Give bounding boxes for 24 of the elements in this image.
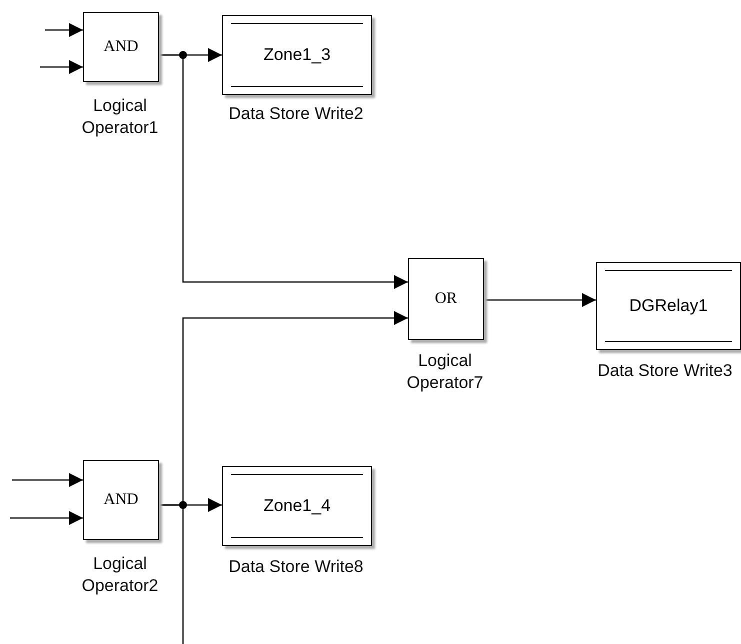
block-label: DGRelay1	[629, 296, 708, 316]
block-caption: Logical Operator7	[406, 350, 484, 394]
block-label: AND	[104, 38, 138, 56]
block-label: OR	[434, 290, 458, 308]
data-store-write-block	[222, 466, 372, 546]
signal-arrow	[10, 511, 83, 525]
block-label: AND	[104, 491, 138, 509]
data-store-write-block	[222, 15, 372, 95]
block-caption: Data Store Write3	[596, 360, 734, 382]
signal-arrow	[12, 473, 83, 487]
block-caption: Logical Operator1	[80, 95, 160, 139]
signal-arrow	[40, 60, 83, 74]
logic-operator-block	[83, 460, 159, 540]
logic-operator-block	[83, 12, 159, 82]
signal-arrow	[45, 23, 83, 37]
signal-arrow	[484, 293, 596, 307]
block-label: Zone1_3	[263, 45, 331, 65]
data-store-write-block	[596, 262, 741, 350]
signal-arrow	[159, 54, 408, 289]
block-caption: Data Store Write2	[228, 103, 364, 125]
block-caption: Logical Operator2	[80, 553, 160, 597]
block-label: Zone1_4	[263, 496, 331, 516]
block-caption: Data Store Write8	[228, 556, 364, 578]
logic-operator-block	[408, 258, 484, 340]
